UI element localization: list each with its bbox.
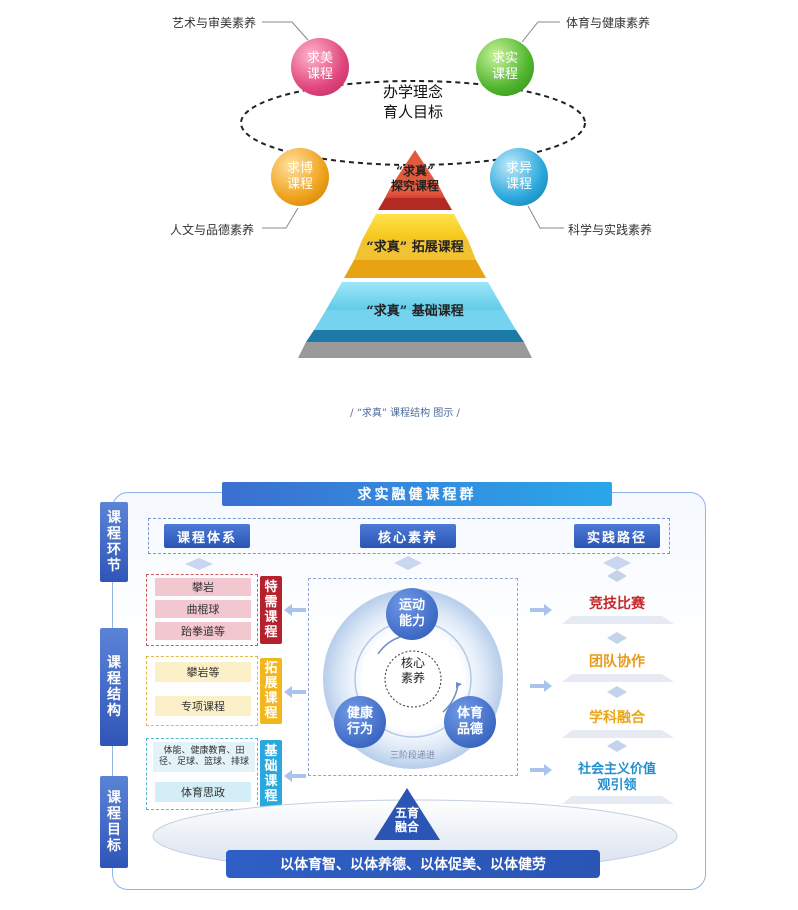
tier-bottom-label: “求真” 基础课程 (366, 304, 464, 319)
sphere-different-line2: 课程 (505, 177, 532, 192)
sphere-beauty: 求美 课程 (291, 38, 349, 96)
sphere-practical: 求实 课程 (476, 38, 534, 96)
sphere-practical-line2: 课程 (491, 67, 518, 82)
chevron-up-icons (185, 556, 631, 570)
label-humanity: 人文与品德素养 (170, 223, 255, 237)
header-curriculum: 课程体系 (164, 524, 250, 548)
core-moral-line1: 体育 (456, 706, 483, 721)
five-line2: 融合 (394, 820, 419, 834)
side-tab-stage-label: 课程环节 (107, 510, 121, 574)
tier-top-line1: “求真” (396, 164, 434, 178)
extend-item-2: 专项课程 (155, 696, 251, 716)
sphere-different-line1: 求异 (505, 161, 532, 176)
core-sport-ability: 运动能力 (386, 588, 438, 640)
tier-top-line2: 探究课程 (390, 179, 439, 193)
arrow-left-icons (284, 604, 306, 782)
pyramid (298, 150, 532, 358)
sphere-beauty-line2: 课程 (306, 67, 333, 82)
core-health-line2: 行为 (346, 722, 373, 737)
label-art: 艺术与审美素养 (172, 16, 257, 30)
special-tag-label: 特需课程 (264, 580, 278, 640)
path-teamwork: 团队协作 (589, 654, 645, 670)
title-text: 求实融健课程群 (357, 487, 477, 503)
sphere-broad-line2: 课程 (286, 177, 313, 192)
header-core: 核心素养 (360, 524, 456, 548)
label-science: 科学与实践素养 (568, 223, 653, 237)
core-center-line2: 素养 (400, 671, 425, 685)
header-row (148, 518, 670, 554)
sphere-broad: 求博 课程 (271, 148, 329, 206)
path-values-line1: 社会主义价值 (577, 762, 656, 777)
basic-tag-label: 基础课程 (264, 744, 278, 804)
five-line1: 五育 (394, 806, 419, 820)
center-line1: 办学理念 (382, 83, 443, 101)
center-line2: 育人目标 (382, 103, 443, 121)
five-education-label: 五育 融合 (382, 806, 432, 834)
arrow-right-icons (530, 604, 552, 776)
core-center: 核心 素养 (388, 656, 438, 686)
center-philosophy: 办学理念 育人目标 (363, 82, 463, 122)
core-health-line1: 健康 (346, 706, 373, 721)
special-group (146, 574, 258, 646)
stage-progression: 三阶段递进 (390, 751, 436, 761)
title-banner: 求实融健课程群 (222, 482, 612, 506)
course-structure-diagram: “求真” 探究课程 “求真” 拓展课程 “求真” 基础课程 办学理念 育人目标 … (0, 0, 798, 420)
core-sport-line1: 运动 (398, 598, 425, 613)
special-tag: 特需课程 (260, 576, 282, 644)
sphere-beauty-line1: 求美 (306, 51, 333, 66)
course-group-diagram: 求实融健课程群 课程环节 课程结构 课程目标 课程体系 核心素养 实践路径 攀岩… (0, 460, 798, 910)
path-subject-fusion: 学科融合 (589, 710, 645, 726)
diagram-caption: / “求真” 课程结构 图示 / (350, 408, 460, 419)
extend-tag-label: 拓展课程 (264, 661, 278, 721)
side-tab-structure-label: 课程结构 (107, 655, 121, 719)
side-tab-structure: 课程结构 (100, 628, 128, 746)
pyramid-top-label: “求真” 探究课程 (360, 164, 470, 194)
footer-text: 以体育智、以体养德、以体促美、以体健劳 (280, 857, 546, 873)
path-competition: 竞技比赛 (589, 596, 645, 612)
basic-item-2: 体育思政 (155, 782, 251, 802)
side-tab-goal: 课程目标 (100, 776, 128, 868)
special-item-3: 跆拳道等 (155, 622, 251, 640)
side-tab-stage: 课程环节 (100, 502, 128, 582)
leader-lines (262, 21, 564, 229)
core-sport-morality: 体育品德 (444, 696, 496, 748)
core-center-line1: 核心 (400, 656, 425, 670)
core-health-behavior: 健康行为 (334, 696, 386, 748)
sphere-practical-line1: 求实 (491, 51, 518, 66)
special-item-1: 攀岩 (155, 578, 251, 596)
extend-group (146, 656, 258, 726)
label-sport: 体育与健康素养 (566, 16, 651, 30)
path-stairs (562, 570, 674, 804)
extend-item-1: 攀岩等 (155, 662, 251, 682)
side-tab-goal-label: 课程目标 (107, 790, 121, 854)
footer-banner: 以体育智、以体养德、以体促美、以体健劳 (226, 850, 600, 878)
special-item-2: 曲棍球 (155, 600, 251, 618)
basic-item-1: 体能、健康教育、田径、足球、篮球、排球 (153, 742, 255, 772)
path-values: 社会主义价值 观引领 (562, 762, 672, 794)
tier-middle-label: “求真” 拓展课程 (366, 240, 464, 255)
sphere-different: 求异 课程 (490, 148, 548, 206)
basic-group (146, 738, 258, 810)
extend-tag: 拓展课程 (260, 658, 282, 724)
basic-tag: 基础课程 (260, 740, 282, 808)
core-group (308, 578, 518, 776)
path-values-line2: 观引领 (597, 778, 637, 793)
five-education-triangle (374, 788, 440, 840)
core-moral-line2: 品德 (456, 722, 483, 737)
header-path: 实践路径 (574, 524, 660, 548)
sphere-broad-line1: 求博 (286, 161, 313, 176)
core-sport-line2: 能力 (398, 614, 425, 629)
